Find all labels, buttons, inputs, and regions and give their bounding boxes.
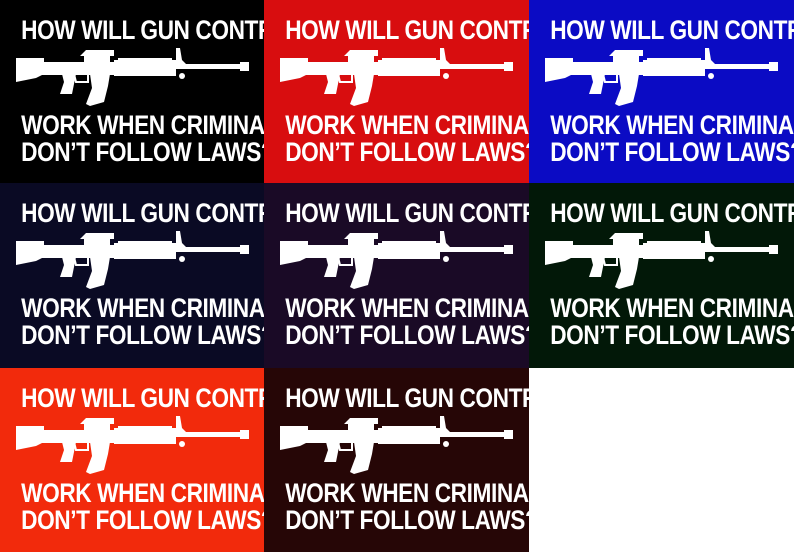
rifle-icon [279, 47, 514, 107]
sticker-line-2: WORK WHEN CRIMINALS [285, 293, 529, 323]
sticker-line-2: WORK WHEN CRIMINALS [285, 478, 529, 508]
sticker-tile: HOW WILL GUN CONTROL WORK WHEN CRIMINALS… [0, 183, 264, 368]
sticker-tile: HOW WILL GUN CONTROL WORK WHEN CRIMINALS… [264, 0, 529, 183]
sticker-heading: HOW WILL GUN CONTROL [21, 15, 264, 45]
rifle-icon [544, 230, 779, 290]
sticker-heading: HOW WILL GUN CONTROL [550, 198, 794, 228]
sticker-line-2: WORK WHEN CRIMINALS [550, 293, 794, 323]
sticker-line-3: DON’T FOLLOW LAWS? [285, 505, 529, 535]
sticker-tile: HOW WILL GUN CONTROL WORK WHEN CRIMINALS… [264, 183, 529, 368]
sticker-heading: HOW WILL GUN CONTROL [21, 198, 264, 228]
sticker-tile: HOW WILL GUN CONTROL WORK WHEN CRIMINALS… [529, 0, 794, 183]
sticker-line-3: DON’T FOLLOW LAWS? [285, 320, 529, 350]
rifle-icon [544, 47, 779, 107]
rifle-icon [279, 230, 514, 290]
sticker-tile: HOW WILL GUN CONTROL WORK WHEN CRIMINALS… [264, 368, 529, 552]
sticker-line-2: WORK WHEN CRIMINALS [21, 293, 264, 323]
rifle-icon [15, 230, 250, 290]
sticker-heading: HOW WILL GUN CONTROL [285, 15, 529, 45]
sticker-heading: HOW WILL GUN CONTROL [550, 15, 794, 45]
sticker-line-2: WORK WHEN CRIMINALS [21, 478, 264, 508]
sticker-line-3: DON’T FOLLOW LAWS? [285, 137, 529, 167]
sticker-tile: HOW WILL GUN CONTROL WORK WHEN CRIMINALS… [0, 0, 264, 183]
sticker-line-2: WORK WHEN CRIMINALS [21, 110, 264, 140]
sticker-heading: HOW WILL GUN CONTROL [285, 383, 529, 413]
rifle-icon [15, 47, 250, 107]
sticker-tile: HOW WILL GUN CONTROL WORK WHEN CRIMINALS… [0, 368, 264, 552]
sticker-heading: HOW WILL GUN CONTROL [21, 383, 264, 413]
rifle-icon [279, 415, 514, 475]
sticker-tile: HOW WILL GUN CONTROL WORK WHEN CRIMINALS… [529, 183, 794, 368]
sticker-line-3: DON’T FOLLOW LAWS? [21, 505, 264, 535]
sticker-line-2: WORK WHEN CRIMINALS [285, 110, 529, 140]
rifle-icon [15, 415, 250, 475]
sticker-line-3: DON’T FOLLOW LAWS? [550, 320, 794, 350]
sticker-heading: HOW WILL GUN CONTROL [285, 198, 529, 228]
sticker-line-2: WORK WHEN CRIMINALS [550, 110, 794, 140]
sticker-line-3: DON’T FOLLOW LAWS? [21, 320, 264, 350]
sticker-line-3: DON’T FOLLOW LAWS? [21, 137, 264, 167]
sticker-line-3: DON’T FOLLOW LAWS? [550, 137, 794, 167]
